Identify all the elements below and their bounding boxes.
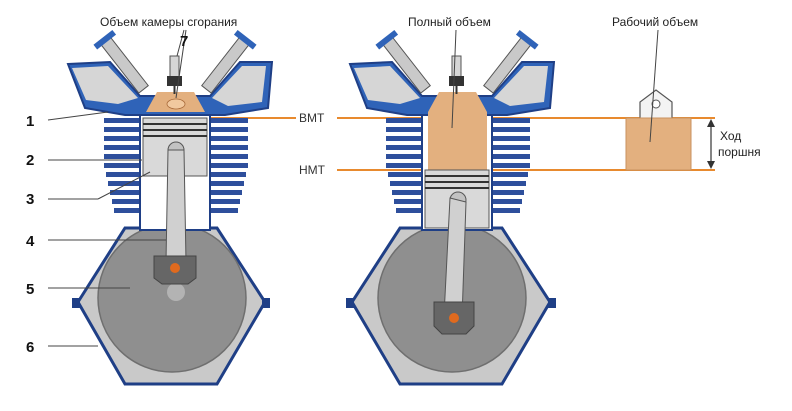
intake-port-right <box>354 66 420 104</box>
part-number-2: 2 <box>26 152 34 169</box>
part-number-6: 6 <box>26 339 34 356</box>
valve-exhaust-left <box>201 29 257 94</box>
chamber-spot-left <box>166 98 186 110</box>
stroke-label-line1: Ход <box>720 129 741 143</box>
stroke-arrow-head-bottom <box>707 161 715 169</box>
part-number-1: 1 <box>26 113 34 130</box>
leader-working <box>649 29 659 143</box>
crankcase-flange-right <box>262 298 270 308</box>
tdc-label: ВМТ <box>299 111 325 125</box>
leader-lines <box>47 29 659 347</box>
part-number-4: 4 <box>26 233 35 250</box>
valve-intake-right <box>375 29 431 94</box>
valve-intake-left <box>93 29 149 94</box>
crankcase-flange-left <box>72 298 80 308</box>
engine-left <box>66 29 274 386</box>
working-volume-label: Рабочий объем <box>612 15 698 29</box>
spark-plug-right <box>449 55 464 94</box>
stroke-label-line2: поршня <box>718 145 761 159</box>
part-number-3: 3 <box>26 191 34 208</box>
leader-3b <box>97 171 151 200</box>
part-number-5: 5 <box>26 281 34 298</box>
leader-total <box>451 29 457 129</box>
valve-exhaust-right <box>483 29 539 94</box>
crankcase-flange-left-2 <box>346 298 354 308</box>
leader-1 <box>47 111 109 121</box>
working-volume-schematic <box>625 89 715 171</box>
stroke-arrow-head-top <box>707 119 715 127</box>
total-volume-fill <box>428 92 487 170</box>
working-volume-block <box>625 117 692 171</box>
crankshaft-main-left <box>167 283 185 301</box>
intake-port-left <box>72 66 138 104</box>
connecting-rod-left <box>165 149 187 263</box>
chamber-hole-schematic <box>651 99 661 109</box>
leader-7 <box>176 29 185 57</box>
combustion-chamber-label: Объем камеры сгорания <box>100 15 237 29</box>
spark-plug-left <box>167 55 182 94</box>
engine-right <box>346 29 556 386</box>
bdc-label: НМТ <box>299 163 326 177</box>
exhaust-port-right <box>494 66 548 106</box>
part-number-7: 7 <box>180 33 188 50</box>
crankpin-left <box>170 263 180 273</box>
leader-combustion <box>175 29 187 99</box>
exhaust-port-left <box>212 66 266 106</box>
cylinder-fins-right <box>386 118 530 213</box>
crankpin-right <box>449 313 459 323</box>
total-volume-label: Полный объем <box>408 15 491 29</box>
crankcase-flange-right-2 <box>548 298 556 308</box>
